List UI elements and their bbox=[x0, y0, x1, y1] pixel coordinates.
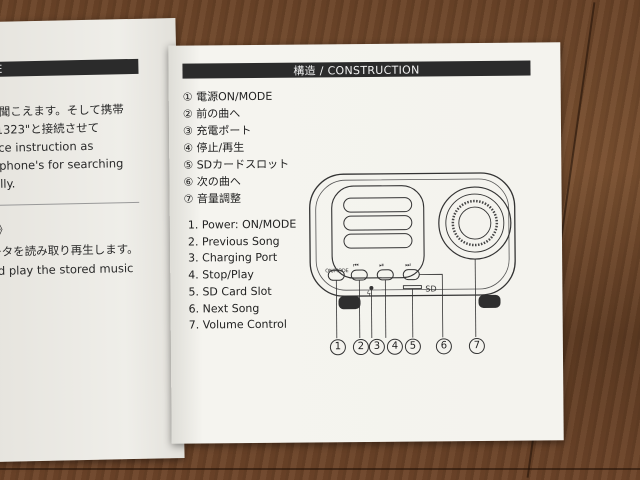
section-divider bbox=[0, 201, 140, 206]
volume-knob-center bbox=[458, 206, 492, 240]
previous-button bbox=[350, 269, 368, 281]
grille-slot bbox=[343, 215, 413, 231]
manual-left-page: SE 》 が聞こえます。そして携帯 R1323"と接続させて oice inst… bbox=[0, 18, 185, 462]
callout-4: 4 bbox=[386, 338, 403, 355]
power-button bbox=[327, 269, 345, 281]
prev-icon: ⏮ bbox=[353, 262, 359, 269]
left-text-line: e phone's for searching bbox=[0, 156, 124, 174]
radio-body-outline bbox=[309, 172, 516, 297]
grille-slot bbox=[343, 233, 413, 249]
volume-knob-knurl bbox=[451, 199, 499, 247]
left-text-line: fully. bbox=[0, 176, 16, 192]
section-header-left: SE bbox=[0, 58, 139, 78]
left-text-line: nd play the stored music bbox=[0, 260, 134, 278]
next-icon: ⏭ bbox=[405, 262, 411, 269]
next-button bbox=[402, 269, 420, 281]
sd-slot bbox=[402, 285, 422, 290]
left-text-line: が聞こえます。そして携帯 bbox=[0, 102, 124, 120]
onmode-label: ON/MODE bbox=[325, 268, 349, 275]
callout-6: 6 bbox=[435, 338, 452, 355]
plank-seam bbox=[0, 468, 640, 470]
leader-line-2 bbox=[358, 280, 361, 339]
left-text-line: R1323"と接続させて bbox=[0, 120, 100, 138]
volume-knob-ring bbox=[445, 193, 505, 253]
charging-port bbox=[369, 285, 374, 290]
left-text-line: oice instruction as bbox=[0, 138, 94, 156]
leader-line-6 bbox=[419, 273, 444, 338]
leader-line-1 bbox=[335, 280, 338, 339]
leader-line-7 bbox=[474, 259, 477, 338]
left-text-line: ータを読み取り再生します。 bbox=[0, 241, 139, 259]
callout-7: 7 bbox=[468, 337, 485, 355]
radio-diagram: ⏮ ⏯ ⏭ ϟ bbox=[309, 172, 516, 339]
callout-5: 5 bbox=[404, 338, 421, 355]
sd-label: SD bbox=[425, 284, 437, 294]
section-header-left-text: SE bbox=[0, 62, 3, 76]
grille-slot bbox=[343, 197, 413, 213]
radio-foot-right bbox=[478, 294, 501, 308]
callout-3: 3 bbox=[368, 338, 385, 355]
lightning-icon: ϟ bbox=[366, 290, 371, 298]
callout-1: 1 bbox=[329, 339, 346, 356]
callout-2: 2 bbox=[352, 338, 369, 356]
manual-right-page: 構造 / CONSTRUCTION ① 電源ON/MODE ② 前の曲へ ③ 充… bbox=[168, 42, 564, 444]
play-pause-icon: ⏯ bbox=[379, 262, 384, 269]
left-text-line: g》 bbox=[0, 222, 9, 237]
radio-foot-left bbox=[338, 296, 361, 310]
leader-line-4 bbox=[384, 279, 387, 338]
